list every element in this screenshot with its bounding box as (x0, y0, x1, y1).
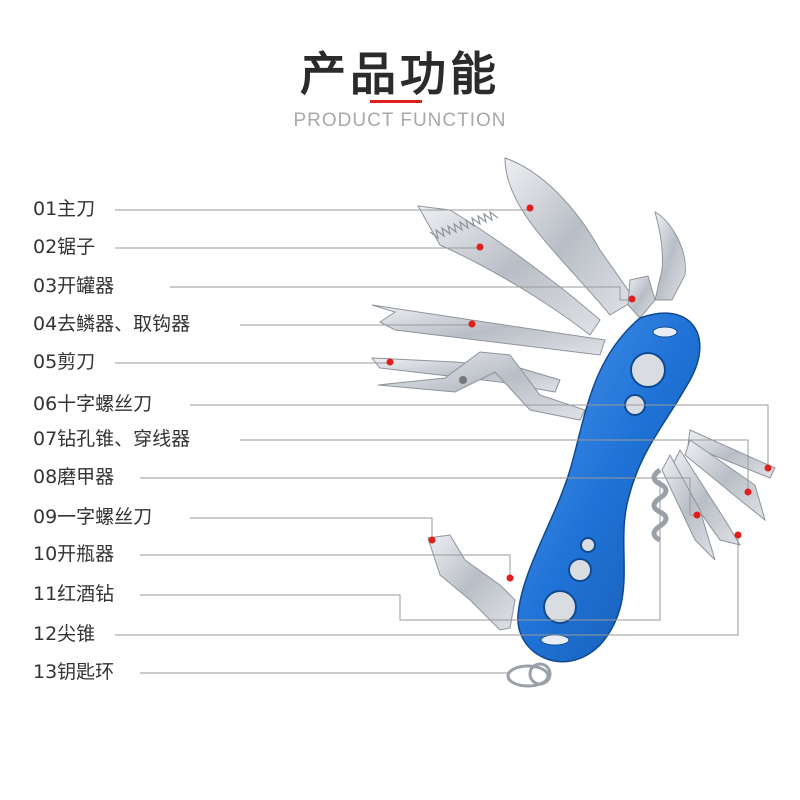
corkscrew (651, 467, 669, 543)
scissors (370, 351, 586, 421)
bottle-opener-screwdriver (427, 534, 516, 631)
leader-06 (190, 404, 769, 468)
function-label-01: 01主刀 (33, 198, 96, 220)
leader-07 (240, 439, 749, 492)
saw-blade (417, 205, 601, 336)
marker-02 (476, 243, 484, 251)
marker-04 (468, 320, 476, 328)
function-label-13: 13钥匙环 (33, 661, 115, 683)
leader-03 (170, 286, 632, 301)
function-label-10: 10开瓶器 (33, 543, 115, 565)
function-label-03: 03开罐器 (33, 275, 115, 297)
marker-01 (526, 204, 534, 212)
function-label-09: 09一字螺丝刀 (33, 506, 153, 528)
function-label-12: 12尖锥 (33, 623, 96, 645)
leader-12 (115, 535, 739, 636)
function-label-04: 04去鳞器、取钩器 (33, 313, 191, 335)
function-label-05: 05剪刀 (33, 351, 96, 373)
page-title: 产品功能 (300, 47, 500, 101)
leader-09 (190, 517, 433, 540)
marker-03 (628, 295, 636, 303)
right-tools (661, 429, 776, 561)
key-ring (506, 662, 552, 688)
marker-09 (428, 536, 436, 544)
blue-handle (517, 312, 701, 663)
page-subtitle: PRODUCT FUNCTION (293, 110, 507, 131)
marker-10 (506, 574, 514, 582)
leader-10 (140, 554, 511, 578)
can-opener (627, 210, 686, 319)
function-label-06: 06十字螺丝刀 (33, 393, 153, 415)
function-label-07: 07钻孔锥、穿线器 (33, 428, 191, 450)
marker-08 (693, 511, 701, 519)
function-label-11: 11红酒钻 (33, 583, 115, 605)
leader-lines (115, 209, 769, 674)
function-label-08: 08磨甲器 (33, 466, 115, 488)
marker-07 (744, 488, 752, 496)
scaler-hook-tool (371, 304, 606, 356)
title-accent-underline (370, 100, 422, 103)
leader-11 (140, 480, 661, 621)
marker-06 (764, 464, 772, 472)
function-label-02: 02锯子 (33, 236, 96, 258)
marker-12 (734, 531, 742, 539)
function-markers (386, 204, 772, 582)
main-blade (504, 157, 636, 316)
marker-05 (386, 358, 394, 366)
